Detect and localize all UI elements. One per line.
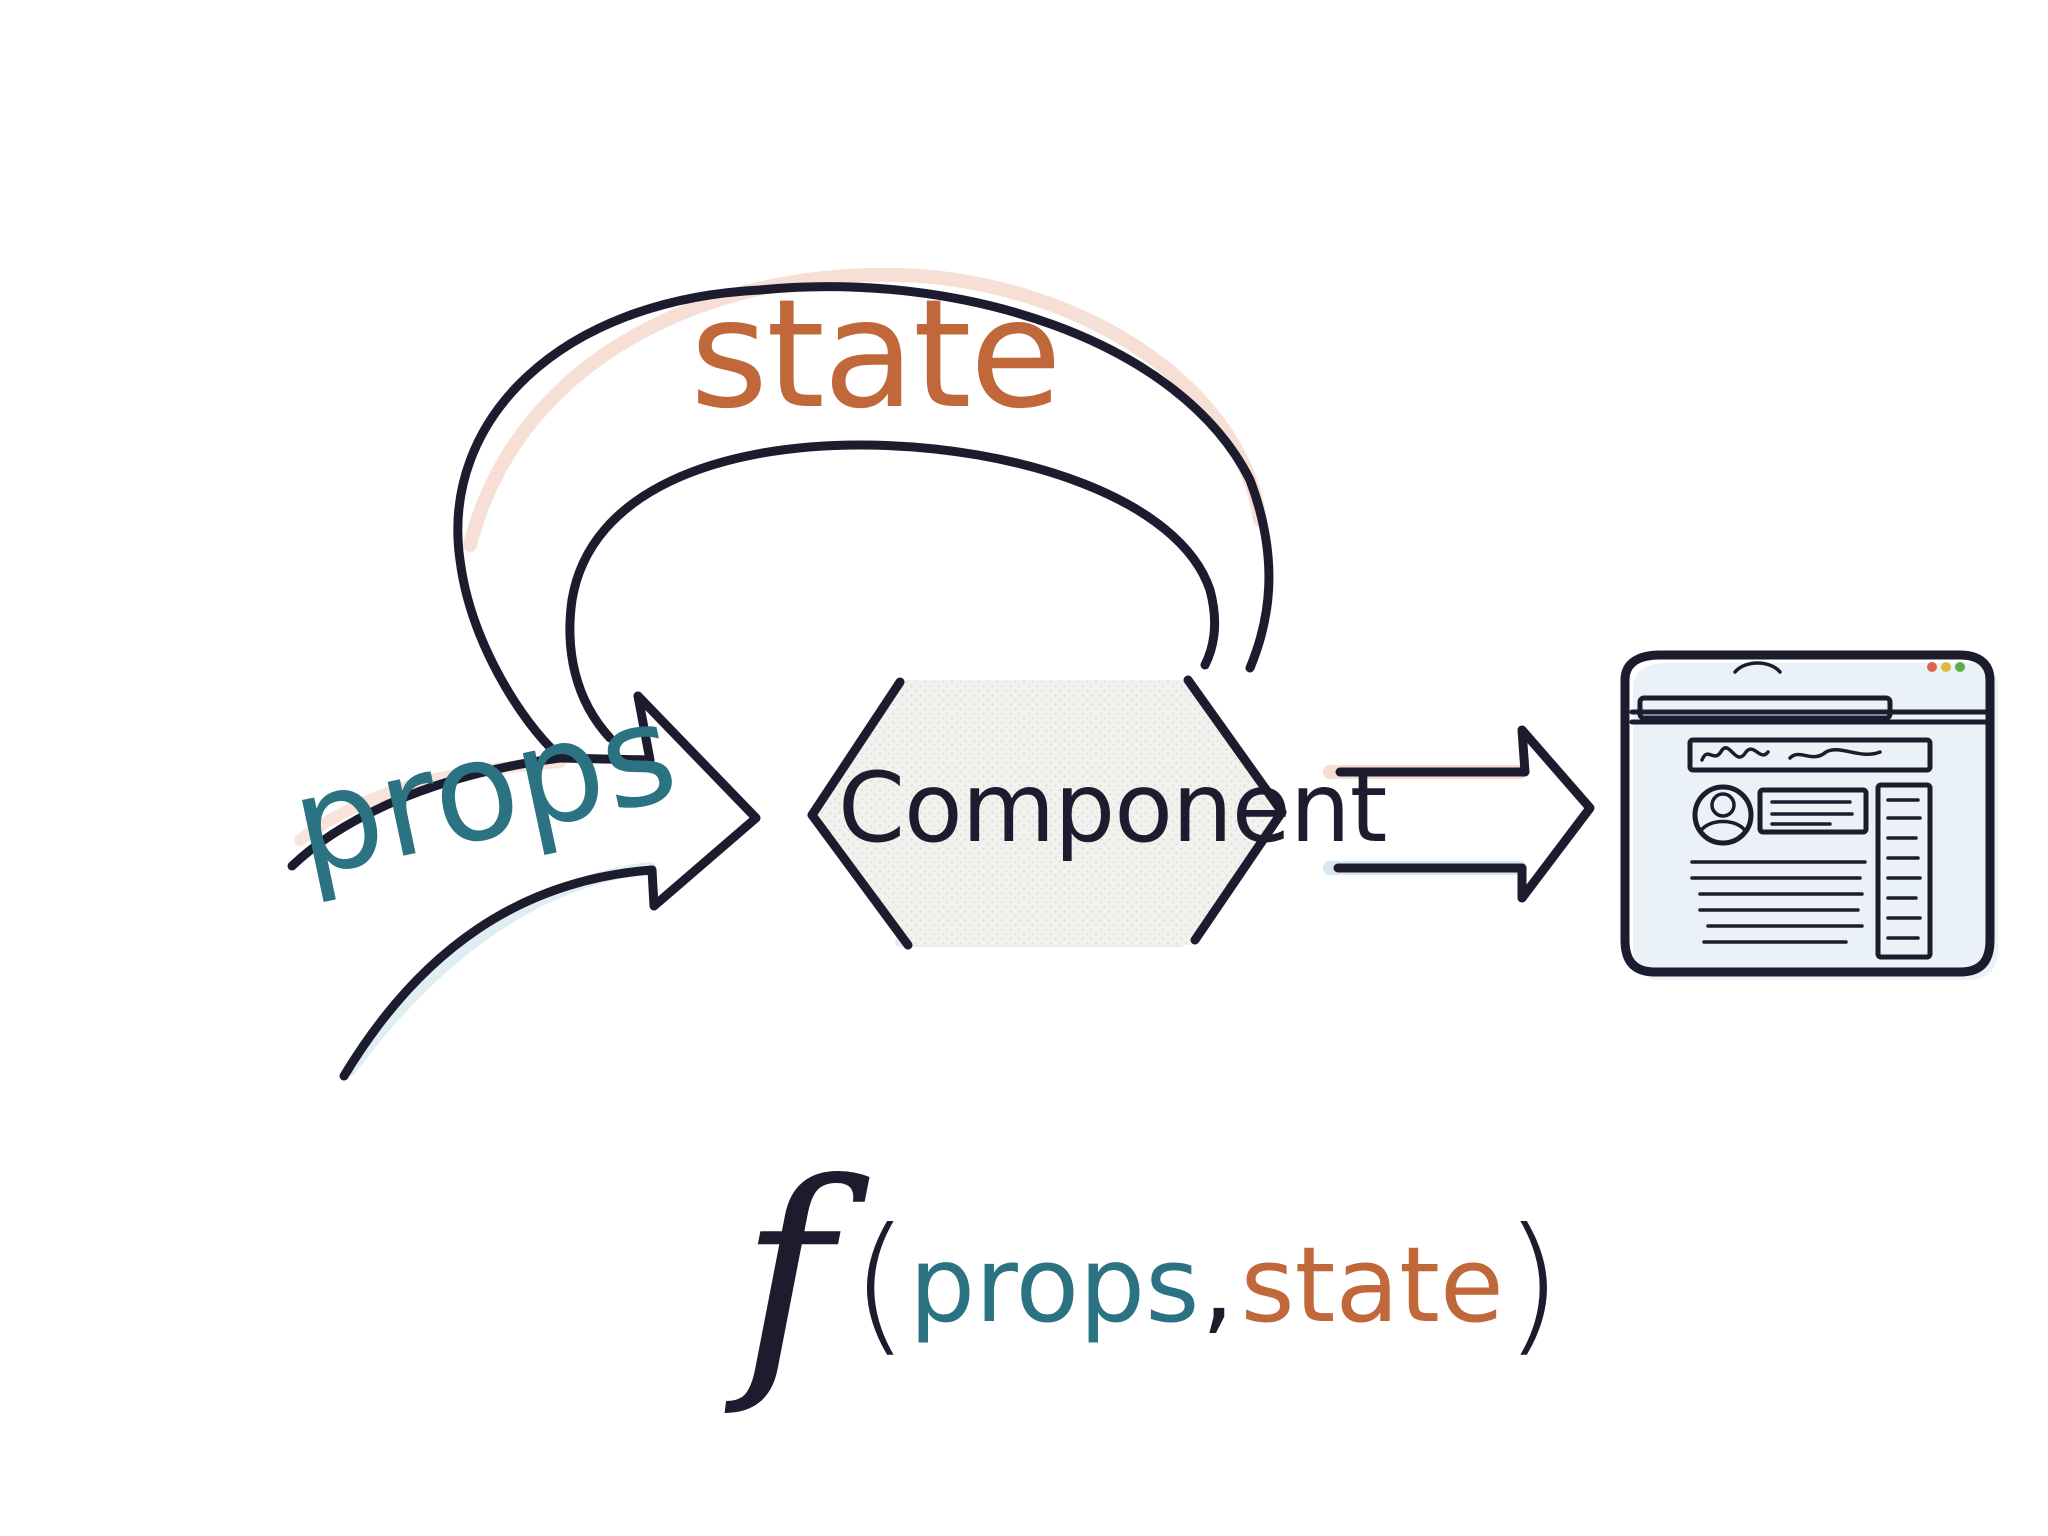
formula-close-paren: ) [1503, 1197, 1563, 1371]
formula-props: props [909, 1224, 1200, 1346]
state-label: state [690, 268, 1062, 442]
browser-window-icon [1620, 650, 1998, 980]
props-arrow [287, 691, 761, 1081]
component-label: Component [838, 752, 1387, 864]
formula: f(props,state) [740, 1150, 1562, 1400]
component-hexagon [807, 675, 1287, 950]
formula-function: f [740, 1129, 833, 1420]
formula-open-paren: ( [850, 1197, 910, 1371]
output-arrow [1333, 725, 1595, 903]
formula-state: state [1240, 1224, 1504, 1346]
state-loop-arrow [453, 282, 1274, 760]
formula-comma: , [1201, 1224, 1235, 1346]
